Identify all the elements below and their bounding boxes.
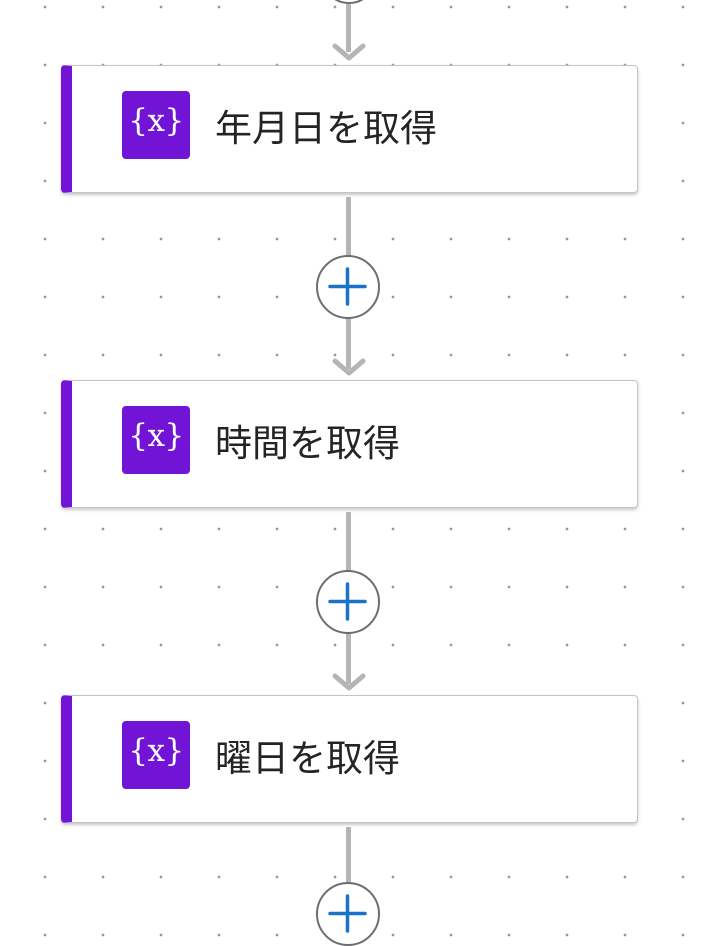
variable-icon: {x}: [122, 721, 190, 789]
plus-icon: [328, 267, 367, 306]
plus-icon: [328, 894, 367, 933]
variable-icon-glyph: {x}: [128, 103, 184, 139]
action-card-get-time[interactable]: {x} 時間を取得: [61, 380, 638, 508]
variable-icon: {x}: [122, 91, 190, 159]
variable-icon-glyph: {x}: [128, 733, 184, 769]
flow-canvas: {x} 年月日を取得 {x} 時間を取得 {x} 曜日を取得: [61, 0, 638, 946]
action-card-title: 曜日を取得: [215, 737, 400, 780]
arrow-down-icon: [332, 673, 366, 691]
arrow-down-icon: [332, 43, 366, 61]
action-card-get-date[interactable]: {x} 年月日を取得: [61, 65, 638, 193]
arrow-down-icon: [332, 358, 366, 376]
insert-step-button[interactable]: [316, 255, 380, 319]
variable-icon: {x}: [122, 406, 190, 474]
connector-line: [346, 827, 351, 887]
variable-icon-glyph: {x}: [128, 418, 184, 454]
action-card-title: 年月日を取得: [215, 107, 437, 150]
action-card-get-weekday[interactable]: {x} 曜日を取得: [61, 695, 638, 823]
action-card-title: 時間を取得: [215, 422, 400, 465]
insert-step-button[interactable]: [316, 570, 380, 634]
plus-icon: [328, 582, 367, 621]
insert-step-button[interactable]: [316, 882, 380, 946]
connector-line: [346, 4, 351, 52]
